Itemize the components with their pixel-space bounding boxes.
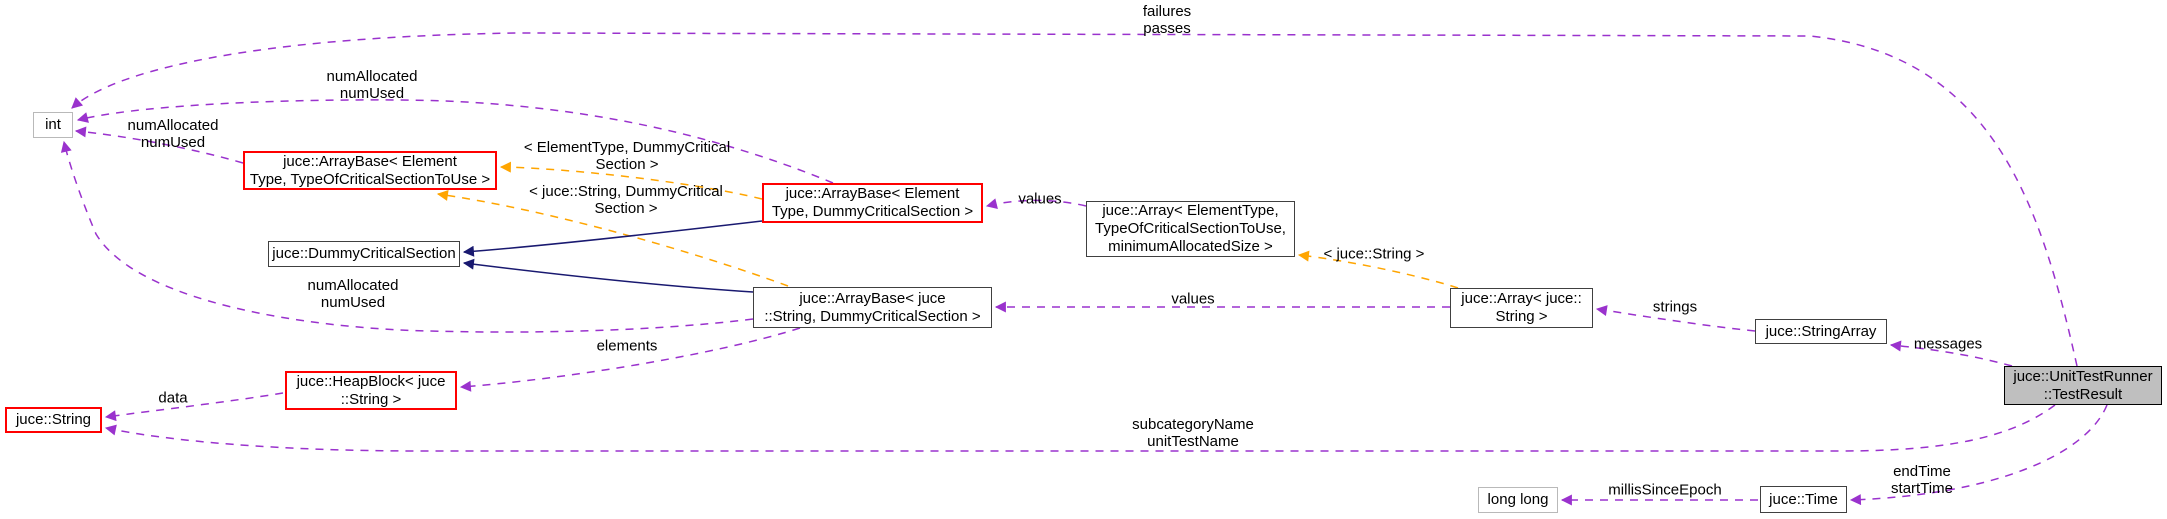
edge-inherit-arraybase-dummy-dummycs [462,220,763,257]
edge-elements [459,327,801,392]
edge-numallocated-from-arraybase-string [60,140,754,333]
node-array-elementtype[interactable]: juce::Array< ElementType, TypeOfCritical… [1086,201,1295,257]
edge-strings [1595,305,1756,332]
edge-messages [1889,340,2013,367]
edge-template-elementtype-dummy [499,161,763,200]
edge-inherit-arraybase-string-dummycs [462,258,754,293]
node-arraybase-elementtype-typeofcriticalsectiontouse[interactable]: juce::ArrayBase< Element Type, TypeOfCri… [243,151,497,190]
edge-failures-passes [71,32,2078,367]
node-arraybase-jucestring-dummycriticalsection[interactable]: juce::ArrayBase< juce ::String, DummyCri… [753,287,992,328]
node-heapblock-jucestring[interactable]: juce::HeapBlock< juce ::String > [285,371,457,410]
node-juce-time[interactable]: juce::Time [1760,486,1847,513]
node-long-long: long long [1478,487,1558,513]
node-jucestring[interactable]: juce::String [5,407,102,433]
node-int: int [33,112,73,138]
node-unittestrunner-testresult: juce::UnitTestRunner ::TestResult [2004,366,2162,405]
node-array-jucestring[interactable]: juce::Array< juce:: String > [1450,288,1593,328]
edge-subcategoryname-unittestname [104,404,2056,452]
edge-template-string [1297,250,1459,289]
edge-values-array-generic [985,198,1087,210]
edge-template-string-dummy [436,189,789,287]
node-dummycriticalsection[interactable]: juce::DummyCriticalSection [268,241,460,267]
edge-numallocated-from-arraybase-dummy [76,99,834,184]
node-arraybase-elementtype-dummycriticalsection[interactable]: juce::ArrayBase< Element Type, DummyCrit… [762,183,983,223]
node-stringarray[interactable]: juce::StringArray [1755,319,1887,344]
edge-endtime-starttime [1849,404,2108,506]
edge-numallocated-from-arraybase-tocsu [74,126,244,164]
edge-data [104,392,284,422]
